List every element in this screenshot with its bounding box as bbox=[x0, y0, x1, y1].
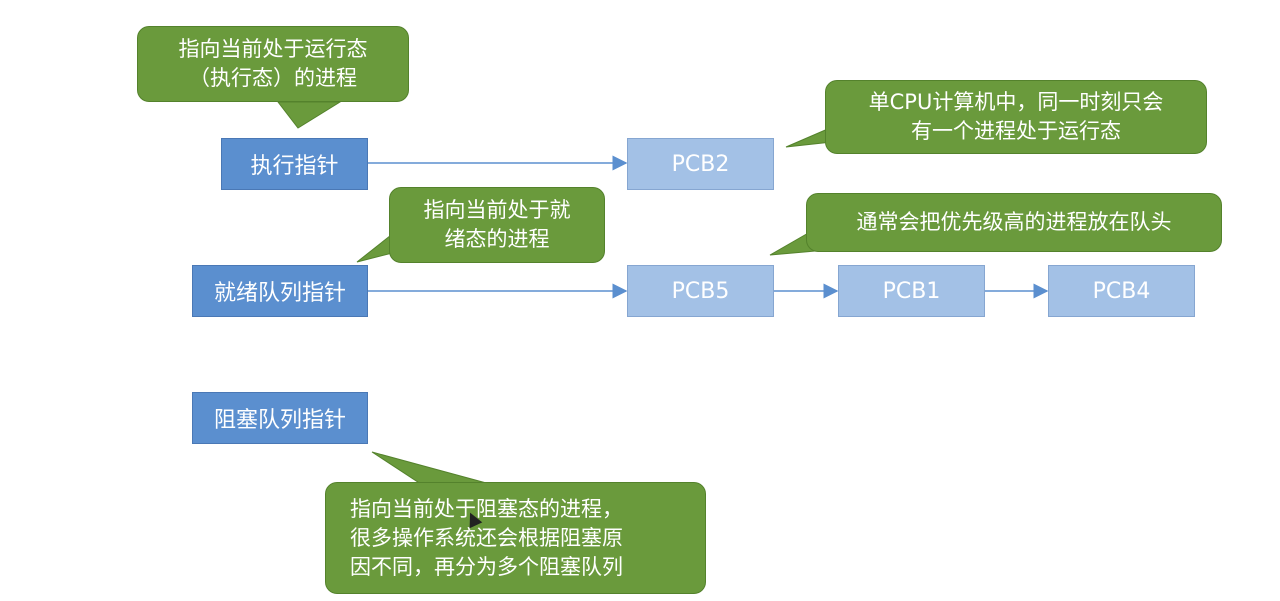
ready-pointer-callout: 指向当前处于就 绪态的进程 bbox=[389, 187, 605, 263]
callout-line: 通常会把优先级高的进程放在队头 bbox=[856, 210, 1172, 234]
pcb-label: PCB4 bbox=[1092, 278, 1151, 304]
callout-line: 单CPU计算机中，同一时刻只会 bbox=[868, 90, 1164, 114]
running-pointer-label: 执行指针 bbox=[250, 154, 339, 179]
pcb-ready-3: PCB4 bbox=[1048, 265, 1195, 317]
ready-queue-pointer-box: 就绪队列指针 bbox=[192, 265, 368, 317]
callout-line: 因不同，再分为多个阻塞队列 bbox=[350, 554, 623, 579]
ready-queue-pointer-label: 就绪队列指针 bbox=[213, 281, 346, 306]
pcb-ready-1: PCB5 bbox=[627, 265, 774, 317]
single-cpu-callout: 单CPU计算机中，同一时刻只会 有一个进程处于运行态 bbox=[825, 80, 1207, 154]
callout-line: 指向当前处于运行态 bbox=[178, 37, 368, 61]
callout-line: 指向当前处于就 bbox=[423, 198, 571, 222]
blocked-pointer-callout: 指向当前处于阻塞态的进程， 很多操作系统还会根据阻塞原 因不同，再分为多个阻塞队… bbox=[325, 482, 706, 594]
blocked-queue-pointer-box: 阻塞队列指针 bbox=[192, 392, 368, 444]
blocked-queue-pointer-label: 阻塞队列指针 bbox=[213, 408, 346, 433]
priority-callout: 通常会把优先级高的进程放在队头 bbox=[806, 193, 1222, 252]
callout-line: 绪态的进程 bbox=[444, 227, 550, 251]
pcb-ready-2: PCB1 bbox=[838, 265, 985, 317]
callout-line: 很多操作系统还会根据阻塞原 bbox=[350, 525, 623, 550]
running-pointer-box: 执行指针 bbox=[221, 138, 368, 190]
callout-line: 有一个进程处于运行态 bbox=[910, 119, 1121, 143]
pcb-running: PCB2 bbox=[627, 138, 774, 190]
running-callout-tail bbox=[276, 101, 342, 129]
pcb-label: PCB2 bbox=[671, 151, 730, 177]
running-pointer-callout: 指向当前处于运行态 （执行态）的进程 bbox=[137, 26, 409, 102]
callout-line: （执行态）的进程 bbox=[189, 66, 357, 90]
pcb-label: PCB1 bbox=[882, 278, 941, 304]
pcb-label: PCB5 bbox=[671, 278, 730, 304]
callout-line: 指向当前处于阻塞态的进程， bbox=[350, 496, 623, 521]
